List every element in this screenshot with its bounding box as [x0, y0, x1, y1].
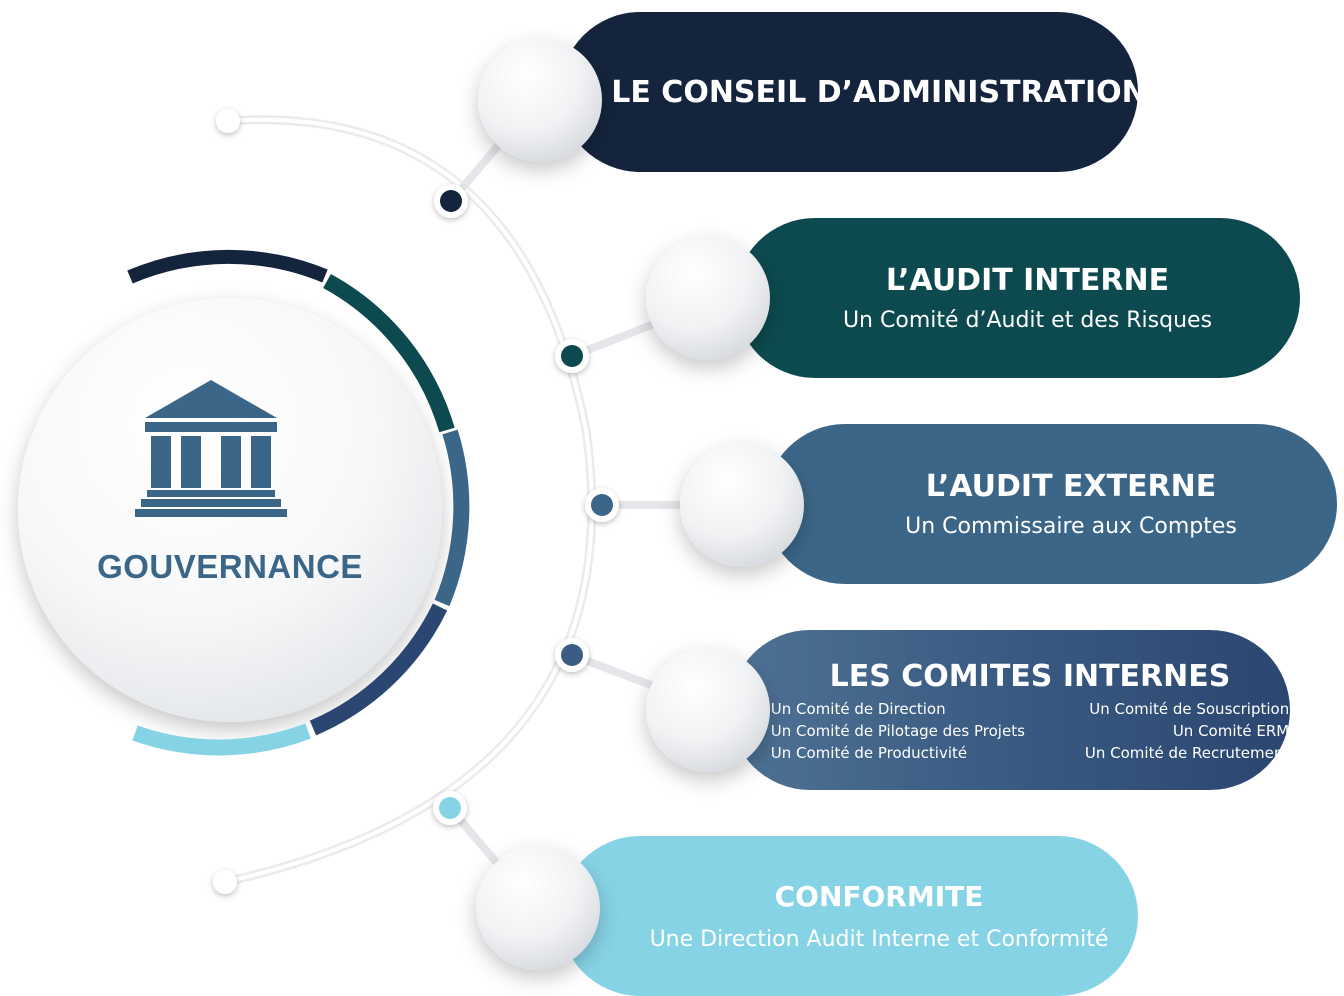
committee-item: Un Comité ERM: [1172, 721, 1290, 740]
committee-item: Un Comité de Recrutement: [1084, 743, 1290, 762]
pill-subtitle: Une Direction Audit Interne et Conformit…: [649, 927, 1109, 952]
pill-comites-internes: LES COMITES INTERNES Un Comité de Direct…: [730, 630, 1290, 790]
pill-audit-externe: L’AUDIT EXTERNE Un Commissaire aux Compt…: [765, 424, 1337, 584]
committee-item: Un Comité de Direction: [770, 699, 946, 718]
committee-item: Un Comité de Souscription: [1089, 699, 1290, 718]
pill-title: CONFORMITE: [774, 880, 984, 913]
ring-segment-5: [132, 723, 311, 756]
center-ring: [127, 249, 470, 756]
pill-subtitle: Un Commissaire aux Comptes: [905, 514, 1237, 539]
ball-1: [478, 38, 602, 162]
pill-title: L’AUDIT EXTERNE: [925, 469, 1217, 504]
node-dot-2: [561, 345, 583, 367]
ring-segment-4: [309, 603, 448, 736]
pill-subtitle: Un Comité d’Audit et des Risques: [842, 308, 1213, 333]
ball-2: [646, 236, 770, 360]
pill-title: LES COMITES INTERNES: [829, 658, 1231, 694]
ring-segment-1: [127, 249, 328, 284]
timeline-nodes: [433, 184, 619, 825]
committee-item: Un Comité de Productivité: [770, 743, 968, 762]
pill-audit-interne: L’AUDIT INTERNE Un Comité d’Audit et des…: [735, 218, 1300, 378]
ring-segment-3: [434, 429, 470, 607]
ball-5: [476, 846, 600, 970]
committee-item: Un Comité de Pilotage des Projets: [770, 721, 1025, 740]
committee-list: Un Comité de Direction Un Comité de Sous…: [771, 700, 1289, 762]
arc-end-dot-top: [216, 109, 240, 133]
node-dot-4: [561, 644, 583, 666]
node-dot-3: [591, 494, 613, 516]
pill-conformite: CONFORMITE Une Direction Audit Interne e…: [560, 836, 1138, 996]
pill-title: L’AUDIT INTERNE: [885, 263, 1170, 298]
ball-4: [646, 648, 770, 772]
bank-building-icon: [135, 380, 287, 517]
pill-title: LE CONSEIL D’ADMINISTRATION: [611, 74, 1147, 110]
pill-conseil-administration: LE CONSEIL D’ADMINISTRATION: [560, 12, 1147, 172]
ring-segment-2: [323, 273, 455, 433]
node-dot-1: [440, 190, 462, 212]
ball-3: [680, 443, 804, 567]
center-label: GOUVERNANCE: [97, 548, 363, 585]
node-dot-5: [439, 797, 461, 819]
arc-end-dot-bottom: [213, 870, 237, 894]
